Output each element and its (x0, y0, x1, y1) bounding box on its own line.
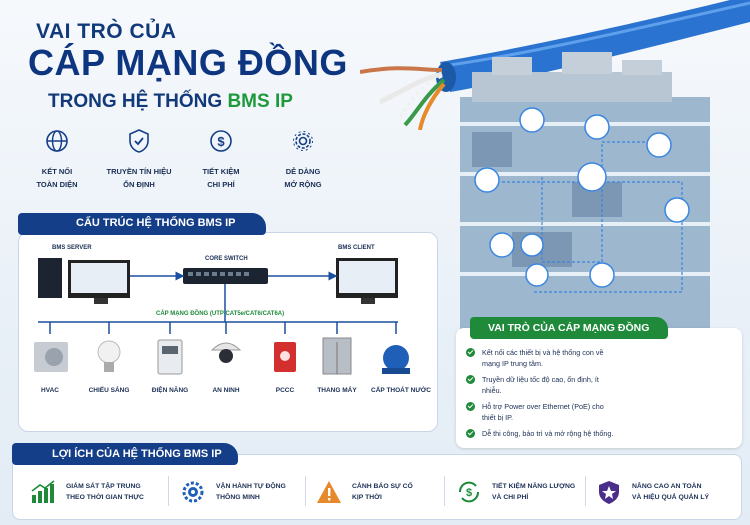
water-pump-icon (383, 345, 409, 371)
divider (168, 476, 169, 506)
structure-title: CẤU TRÚC HỆ THỐNG BMS IP (18, 213, 266, 235)
title-line-3: TRONG HỆ THỐNG BMS IP (48, 91, 293, 113)
core-switch (183, 268, 268, 284)
light-bulb-icon (97, 340, 121, 364)
check-icon (466, 348, 475, 357)
dollar-coin-icon: $ (210, 130, 232, 152)
server-tower (38, 258, 62, 298)
divider (585, 476, 586, 506)
structure-diagram (34, 258, 410, 375)
divider (305, 476, 306, 506)
device-label-hvac: HVAC (41, 387, 59, 394)
globe-icon (46, 130, 68, 152)
device-label-power: ĐIỆN NĂNG (151, 387, 189, 394)
dollar-refresh-icon: $ (458, 481, 480, 503)
divider (444, 476, 445, 506)
gear-icon (182, 481, 204, 503)
power-meter-icon (157, 339, 183, 375)
cable-label: CÁP MẠNG ĐỒNG (UTP CAT5e/CAT6/CAT6A) (156, 311, 285, 317)
benefits-title: LỢI ÍCH CỦA HỆ THỐNG BMS IP (12, 443, 238, 465)
shield-check-icon (129, 129, 149, 153)
device-label-elevator: THANG MÁY (317, 387, 357, 394)
camera-icon (210, 342, 242, 351)
role-panel (456, 328, 742, 448)
title-line-3-prefix: TRONG HỆ THỐNG (48, 91, 228, 112)
device-label-lighting: CHIẾU SÁNG (88, 387, 130, 394)
title-line-3-highlight: BMS IP (227, 91, 293, 112)
check-icon (466, 375, 475, 384)
switch-label: CORE SWITCH (205, 256, 248, 262)
device-label-fire: PCCC (275, 387, 295, 394)
title-line-2: CÁP MẠNG ĐỒNG (28, 42, 348, 83)
warning-icon (317, 481, 341, 503)
benefits-panel (12, 454, 742, 520)
gear-icon (293, 131, 313, 151)
title-line-1: VAI TRÒ CỦA (36, 20, 177, 43)
server-label: BMS SERVER (52, 245, 92, 251)
role-title: VAI TRÒ CỦA CÁP MẠNG ĐỒNG (470, 317, 668, 339)
client-label: BMS CLIENT (338, 245, 375, 251)
shield-icon (599, 481, 619, 504)
device-label-water: CẤP THOÁT NƯỚC (371, 387, 431, 394)
bar-chart-icon (31, 480, 55, 503)
device-label-security: AN NINH (212, 387, 240, 394)
building-illustration (460, 52, 710, 332)
svg-text:$: $ (217, 134, 225, 149)
check-icon (466, 402, 475, 411)
svg-text:$: $ (466, 487, 472, 499)
check-icon (466, 429, 475, 438)
role-item: Dễ thi công, bảo trì và mở rộng hệ thống… (466, 428, 734, 439)
